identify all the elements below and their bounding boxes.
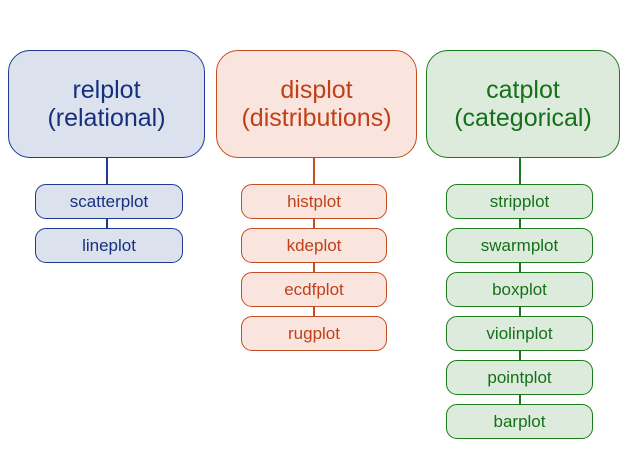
connector-boxplot-to-violinplot — [519, 306, 521, 318]
node-rugplot-label: rugplot — [288, 323, 340, 343]
node-lineplot[interactable]: lineplot — [35, 228, 183, 263]
connector-relplot-to-scatterplot — [106, 158, 108, 186]
node-kdeplot[interactable]: kdeplot — [241, 228, 387, 263]
node-stripplot[interactable]: stripplot — [446, 184, 593, 219]
node-lineplot-label: lineplot — [82, 235, 136, 255]
node-catplot-label: catplot (categorical) — [454, 76, 592, 132]
node-relplot-label: relplot (relational) — [47, 76, 166, 132]
node-scatterplot[interactable]: scatterplot — [35, 184, 183, 219]
node-histplot[interactable]: histplot — [241, 184, 387, 219]
connector-displot-to-histplot — [313, 158, 315, 186]
node-pointplot[interactable]: pointplot — [446, 360, 593, 395]
node-rugplot[interactable]: rugplot — [241, 316, 387, 351]
node-catplot[interactable]: catplot (categorical) — [426, 50, 620, 158]
node-displot-label: displot (distributions) — [241, 76, 392, 132]
connector-stripplot-to-swarmplot — [519, 218, 521, 230]
node-scatterplot-label: scatterplot — [69, 191, 149, 211]
connector-scatterplot-to-lineplot — [106, 218, 108, 230]
node-swarmplot-label: swarmplot — [480, 235, 559, 255]
connector-kdeplot-to-ecdfplot — [313, 262, 315, 274]
connector-histplot-to-kdeplot — [313, 218, 315, 230]
node-kdeplot-label: kdeplot — [286, 235, 342, 255]
node-displot[interactable]: displot (distributions) — [216, 50, 417, 158]
node-stripplot-label: stripplot — [489, 191, 550, 211]
node-histplot-label: histplot — [287, 191, 341, 211]
connector-swarmplot-to-boxplot — [519, 262, 521, 274]
connector-catplot-to-stripplot — [519, 158, 521, 186]
node-barplot-label: barplot — [493, 411, 546, 431]
connector-violinplot-to-pointplot — [519, 350, 521, 362]
node-ecdfplot[interactable]: ecdfplot — [241, 272, 387, 307]
node-violinplot-label: violinplot — [486, 323, 553, 343]
node-barplot[interactable]: barplot — [446, 404, 593, 439]
connector-ecdfplot-to-rugplot — [313, 306, 315, 318]
connector-pointplot-to-barplot — [519, 394, 521, 406]
node-ecdfplot-label: ecdfplot — [284, 279, 344, 299]
node-relplot[interactable]: relplot (relational) — [8, 50, 205, 158]
node-boxplot[interactable]: boxplot — [446, 272, 593, 307]
node-swarmplot[interactable]: swarmplot — [446, 228, 593, 263]
node-violinplot[interactable]: violinplot — [446, 316, 593, 351]
node-boxplot-label: boxplot — [492, 279, 547, 299]
node-pointplot-label: pointplot — [487, 367, 552, 387]
